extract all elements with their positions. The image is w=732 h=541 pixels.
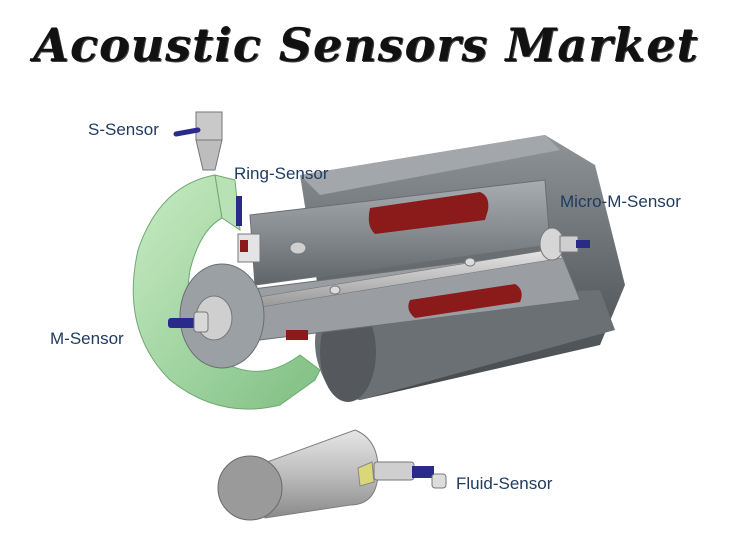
coil-windings: [286, 192, 522, 340]
fluid-sensor-body: [217, 429, 447, 521]
green-ring-wheel: [132, 174, 321, 410]
label-fluid-sensor: Fluid-Sensor: [456, 474, 553, 493]
page-title: Acoustic Sensors Market: [33, 18, 699, 72]
micro-m-sensor-body: [539, 227, 590, 261]
label-m-sensor: M-Sensor: [50, 329, 124, 348]
s-sensor-body: [173, 111, 223, 171]
label-micro-m-sensor: Micro-M-Sensor: [560, 192, 681, 211]
label-ring-sensor: Ring-Sensor: [234, 164, 329, 183]
central-shaft: [209, 241, 563, 316]
label-s-sensor: S-Sensor: [88, 120, 159, 139]
ring-sensor-block: [236, 196, 261, 263]
m-sensor-probe: [168, 311, 209, 333]
